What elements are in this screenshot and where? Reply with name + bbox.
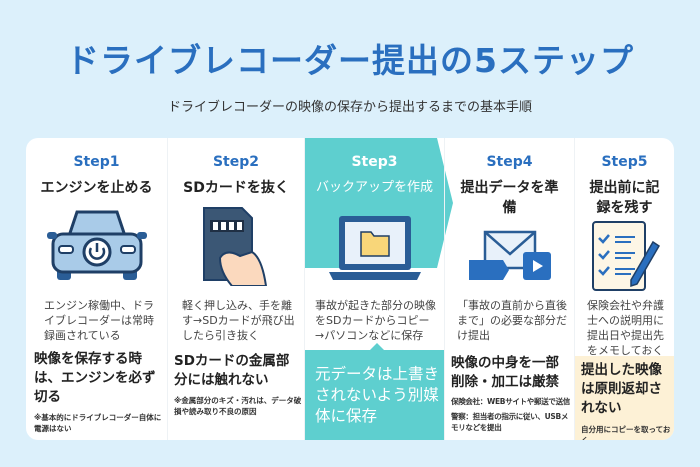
- steps-card: Step1 エンジンを止める エンジン稼働中、ドライブレコーダーは常時録画されて…: [26, 138, 674, 440]
- checklist-pen-icon: [591, 221, 660, 291]
- step-note: 警察：担当者の指示に従い、USBメモリなどを提出: [451, 412, 569, 432]
- step-description: 事故が起きた部分の映像をSDカードからコピー→パソコンなどに保存: [315, 299, 436, 342]
- laptop-folder-icon: [328, 216, 421, 280]
- step-warning: 映像を保存する時は、エンジンを必ず切る: [34, 351, 156, 405]
- step5-warning-box: [575, 356, 674, 440]
- step-note: ※金属部分のキズ・汚れは、データ破損や読み取り不良の原因: [174, 396, 302, 416]
- step-description: 保険会社や弁護士への説明用に提出日や提出先をメモしておく: [587, 299, 664, 357]
- step-description: エンジン稼働中、ドライブレコーダーは常時録画されている: [44, 299, 154, 342]
- step-note: ※基本的にドライブレコーダー自体に電源はない: [34, 413, 162, 433]
- step-warning-group: 提出した映像は原則返却されない 自分用にコピーを取っておく: [581, 361, 672, 440]
- sd-card-icon: [203, 207, 268, 286]
- step-heading: SDカードを抜く: [183, 180, 289, 196]
- step-1: Step1 エンジンを止める エンジン稼働中、ドライブレコーダーは常時録画されて…: [26, 138, 168, 440]
- step-label: Step3: [351, 154, 398, 170]
- step-heading: 提出データを準備: [460, 180, 559, 216]
- step-label: Step1: [73, 154, 120, 170]
- car-power-icon: [46, 210, 147, 280]
- page-subtitle: ドライブレコーダーの映像の保存から提出するまでの基本手順: [167, 100, 532, 115]
- step-warning: SDカードの金属部分には触れない: [174, 353, 290, 388]
- step-label: Step5: [601, 154, 648, 170]
- step-heading: エンジンを止める: [40, 180, 153, 196]
- mail-web-video-icon: [468, 230, 551, 280]
- step-note: 自分用にコピーを取っておく: [581, 425, 671, 440]
- step-label: Step4: [486, 154, 533, 170]
- step-5: Step5 提出前に記録を残す 保険会社や弁護士への説明用に提出日や提出先をメモ…: [575, 138, 674, 440]
- step-2: Step2 SDカードを抜く 軽く押し込み、手を離す→SDカードが飛び出したら引…: [168, 138, 305, 440]
- step-description: 「事故の直前から直後まで」の必要な部分だけ提出: [457, 299, 567, 342]
- step-warning-group: 映像の中身を一部削除・加工は厳禁 保険会社：WEBサイトや郵送で送信 警察：担当…: [451, 354, 572, 433]
- step-warning-group: SDカードの金属部分には触れない ※金属部分のキズ・汚れは、データ破損や読み取り…: [174, 352, 302, 417]
- step-warning: 提出した映像は原則返却されない: [581, 362, 662, 416]
- step-note: 保険会社：WEBサイトや郵送で送信: [451, 397, 571, 406]
- step3-warning-box: [305, 343, 445, 440]
- step-3: Step3 バックアップを作成 事故が起きた部分の映像をSDカードからコピー→パ…: [305, 138, 445, 440]
- step-warning: 元データは上書きされないよう別媒体に保存: [315, 365, 440, 425]
- step-label: Step2: [212, 154, 260, 170]
- step-4: Step4 提出データを準備 「事故の直前から直後まで」の必要な部分だけ提出 映…: [445, 138, 575, 440]
- step-heading: 提出前に記録を残す: [589, 180, 660, 216]
- step-description: 軽く押し込み、手を離す→SDカードが飛び出したら引き抜く: [182, 299, 295, 342]
- step-warning: 映像の中身を一部削除・加工は厳禁: [451, 355, 559, 390]
- step-warning-group: 映像を保存する時は、エンジンを必ず切る ※基本的にドライブレコーダー自体に電源は…: [34, 350, 165, 434]
- step-heading: バックアップを作成: [315, 180, 433, 195]
- page-title: ドライブレコーダー提出の5ステップ: [66, 41, 634, 80]
- step-warning-group: 元データは上書きされないよう別媒体に保存: [315, 364, 440, 427]
